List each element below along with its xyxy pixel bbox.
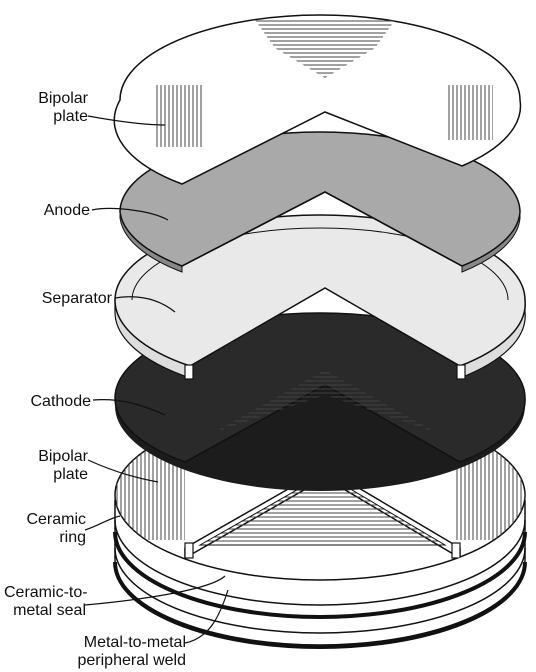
- label-cathode: Cathode: [8, 393, 91, 411]
- label-line: Ceramic: [4, 511, 86, 529]
- label-separator: Separator: [4, 290, 112, 308]
- label-metal-to-metal-weld: Metal-to-metal peripheral weld: [4, 634, 186, 670]
- label-line: plate: [8, 466, 88, 484]
- label-ceramic-ring: Ceramic ring: [4, 511, 86, 547]
- label-line: metal seal: [4, 602, 86, 620]
- label-bipolar-plate-bottom: Bipolar plate: [8, 448, 88, 484]
- label-line: Metal-to-metal: [4, 634, 186, 652]
- label-line: peripheral weld: [4, 652, 186, 670]
- label-line: plate: [8, 108, 88, 126]
- label-anode: Anode: [10, 202, 90, 220]
- label-line: Ceramic-to-: [4, 584, 86, 602]
- label-bipolar-plate-top: Bipolar plate: [8, 90, 88, 126]
- label-ceramic-to-metal-seal: Ceramic-to- metal seal: [4, 584, 86, 620]
- label-line: ring: [4, 529, 86, 547]
- label-line: Bipolar: [8, 448, 88, 466]
- label-line: Bipolar: [8, 90, 88, 108]
